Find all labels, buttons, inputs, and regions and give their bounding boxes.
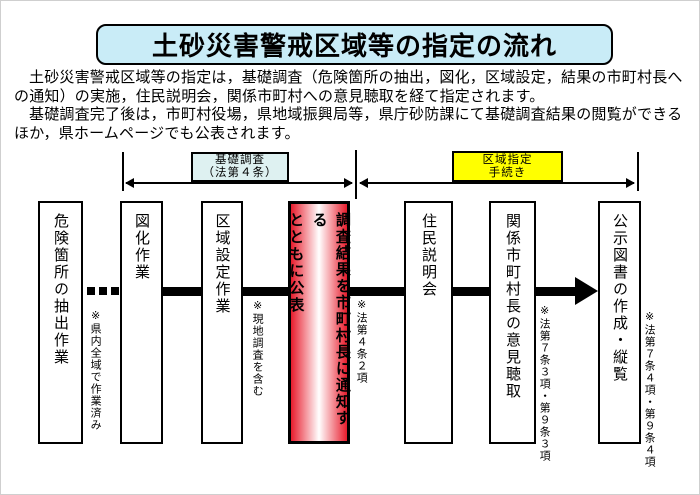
note-law-art7-4-art9-4: ※法第７条４項・第９条４項 xyxy=(643,310,656,468)
measure-tick-middle xyxy=(355,150,357,199)
step-highlight-text: 調査結果を市町村長に通知する とともに公表 xyxy=(284,204,354,441)
step-box-mapping: 図化作業 xyxy=(120,201,163,444)
note-law-art7-3-art9-3: ※法第７条３項・第９条３項 xyxy=(538,304,551,462)
intro-text: 土砂災害警戒区域等の指定は，基礎調査（危険箇所の抽出，図化，区域設定，結果の市町… xyxy=(14,69,690,143)
phase-span-arrow-basic-survey xyxy=(125,178,353,188)
page-title: 土砂災害警戒区域等の指定の流れ xyxy=(151,31,557,61)
step-label-line2: とともに公表 xyxy=(287,212,305,314)
step-label: 関係市町村長の意見聴取 xyxy=(504,213,521,400)
intro-paragraph-1: 土砂災害警戒区域等の指定は，基礎調査（危険箇所の抽出，図化，区域設定，結果の市町… xyxy=(14,69,683,105)
flow-bar-3 xyxy=(349,287,405,296)
step-box-hazard-extraction: 危険箇所の抽出作業 xyxy=(38,201,83,444)
flow-dotted-line xyxy=(87,287,119,295)
step-box-highlight: 調査結果を市町村長に通知する とともに公表 xyxy=(287,201,351,444)
phase-label-designation-line2: 手続き xyxy=(488,166,527,179)
step-label: 住民説明会 xyxy=(420,213,437,298)
flow-bar-2 xyxy=(242,287,289,296)
flow-bar-5 xyxy=(535,287,577,296)
flow-arrowhead xyxy=(575,277,598,305)
step-box-municipal-opinion: 関係市町村長の意見聴取 xyxy=(489,201,536,444)
measure-tick-right xyxy=(637,152,639,191)
measure-tick-left xyxy=(122,152,124,191)
step-box-zone-setting: 区域設定作業 xyxy=(201,201,243,444)
step-box-resident-briefing: 住民説明会 xyxy=(404,201,453,444)
step-label: 図化作業 xyxy=(133,213,150,281)
flow-bar-1 xyxy=(162,287,202,296)
phase-label-designation-line1: 区域指定 xyxy=(482,153,533,166)
note-includes-field-survey: ※現地調査を含む xyxy=(251,299,264,397)
note-prefecture-wide-done: ※県内全域で作業済み xyxy=(89,309,102,431)
phase-label-designation: 区域指定 手続き xyxy=(452,151,563,182)
step-box-public-notice: 公示図書の作成・縦覧 xyxy=(598,201,641,444)
phase-label-basic-line2: （法第４条） xyxy=(202,167,278,179)
note-law-art4-para2: ※法第４条２項 xyxy=(355,298,368,384)
step-label-line1: 調査結果を市町村長に通知する xyxy=(310,212,351,427)
title-box: 土砂災害警戒区域等の指定の流れ xyxy=(96,24,613,65)
phase-label-basic-line1: 基礎調査 xyxy=(215,154,265,166)
step-label: 公示図書の作成・縦覧 xyxy=(611,213,628,383)
phase-label-basic-survey: 基礎調査 （法第４条） xyxy=(191,152,289,182)
flow-bar-4 xyxy=(452,287,490,296)
step-label: 危険箇所の抽出作業 xyxy=(52,213,69,366)
step-label: 区域設定作業 xyxy=(213,213,231,315)
phase-span-arrow-designation xyxy=(359,178,635,188)
intro-paragraph-2: 基礎調査完了後は，市町村役場，県地域振興局等，県庁砂防課にて基礎調査結果の閲覧が… xyxy=(14,106,683,142)
